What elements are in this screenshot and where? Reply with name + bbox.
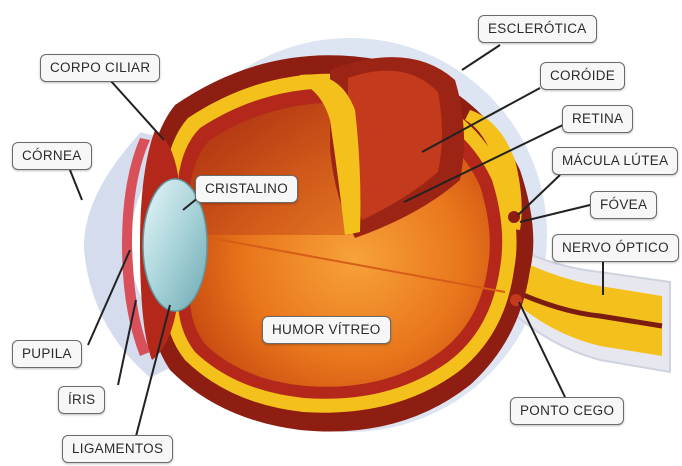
label-iris: ÍRIS [58,386,105,414]
label-pupila: PUPILA [12,340,82,368]
leader-esclerotica [462,45,500,70]
label-esclerotica: ESCLERÓTICA [478,15,597,43]
label-humor-vitreo: HUMOR VÍTREO [262,316,391,344]
label-nervo-optico: NERVO ÓPTICO [552,234,679,262]
label-macula-lutea: MÁCULA LÚTEA [552,147,678,175]
label-ligamentos: LIGAMENTOS [62,435,173,463]
leader-cornea [70,170,82,200]
label-fovea: FÓVEA [590,191,657,219]
label-corpo-ciliar: CORPO CILIAR [40,54,160,82]
label-retina: RETINA [562,105,633,133]
label-cristalino: CRISTALINO [195,175,298,203]
label-cornea: CÓRNEA [12,142,92,170]
label-coroide: CORÓIDE [540,62,625,90]
label-ponto-cego: PONTO CEGO [510,397,624,425]
